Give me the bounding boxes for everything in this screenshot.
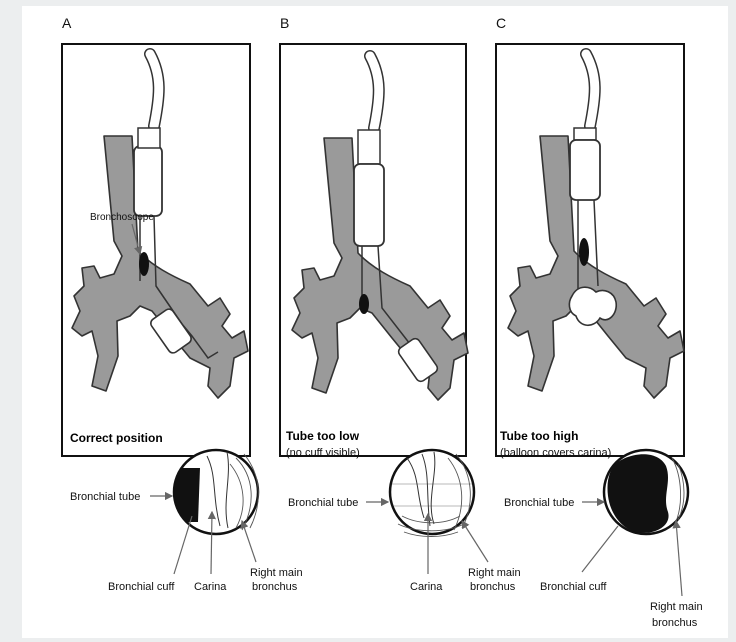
panel-b-tracheal-cuff — [354, 164, 384, 246]
diagram-svg: A Bronchoscope Correct position Bronchia… — [22, 6, 728, 638]
panel-a-letter: A — [62, 15, 72, 31]
panel-a-label-right-main-1: Right main — [250, 567, 303, 579]
diagram-figure: A Bronchoscope Correct position Bronchia… — [22, 6, 728, 638]
panel-b-label-right-main-2: bronchus — [470, 581, 516, 593]
panel-b-label-bronchial-tube: Bronchial tube — [288, 497, 358, 509]
panel-c-label-right-main-1: Right main — [650, 601, 703, 613]
panel-c-label-right-main-2: bronchus — [652, 617, 698, 629]
panel-b-subcaption: (no cuff visible) — [286, 447, 360, 459]
panel-b-caption: Tube too low — [286, 429, 360, 443]
panel-a-scope-view — [174, 450, 258, 534]
panel-c-subcaption: (balloon covers carina) — [500, 447, 611, 459]
panel-c-caption: Tube too high — [500, 429, 578, 443]
panel-a-label-bronchial-cuff: Bronchial cuff — [108, 581, 175, 593]
panel-b-label-right-main-1: Right main — [468, 567, 521, 579]
panel-a: A Bronchoscope Correct position Bronchia… — [62, 15, 303, 593]
panel-b: B Tube too low (no cuff visible) Bronchi… — [280, 15, 521, 593]
panel-b-bronchoscope-tip — [359, 294, 369, 314]
panel-b-label-carina: Carina — [410, 581, 443, 593]
panel-c-letter: C — [496, 15, 506, 31]
panel-c-scope-view — [604, 450, 688, 534]
panel-a-label-carina: Carina — [194, 581, 227, 593]
panel-a-label-bronchial-tube: Bronchial tube — [70, 491, 140, 503]
panel-a-bronchoscope-tip — [139, 252, 149, 276]
panel-c-label-bronchial-cuff: Bronchial cuff — [540, 581, 607, 593]
panel-c-tracheal-cuff — [570, 140, 600, 200]
panel-b-letter: B — [280, 15, 289, 31]
panel-c-bronchoscope-tip — [579, 238, 589, 266]
panel-a-bronchoscope-label: Bronchoscope — [90, 212, 154, 223]
panel-c: C Tube too high (balloon covers carina) … — [496, 15, 703, 629]
panel-a-tracheal-cuff — [134, 146, 162, 216]
panel-a-label-right-main-2: bronchus — [252, 581, 298, 593]
panel-a-caption: Correct position — [70, 431, 163, 445]
panel-b-scope-view — [390, 450, 474, 537]
panel-c-label-bronchial-tube: Bronchial tube — [504, 497, 574, 509]
